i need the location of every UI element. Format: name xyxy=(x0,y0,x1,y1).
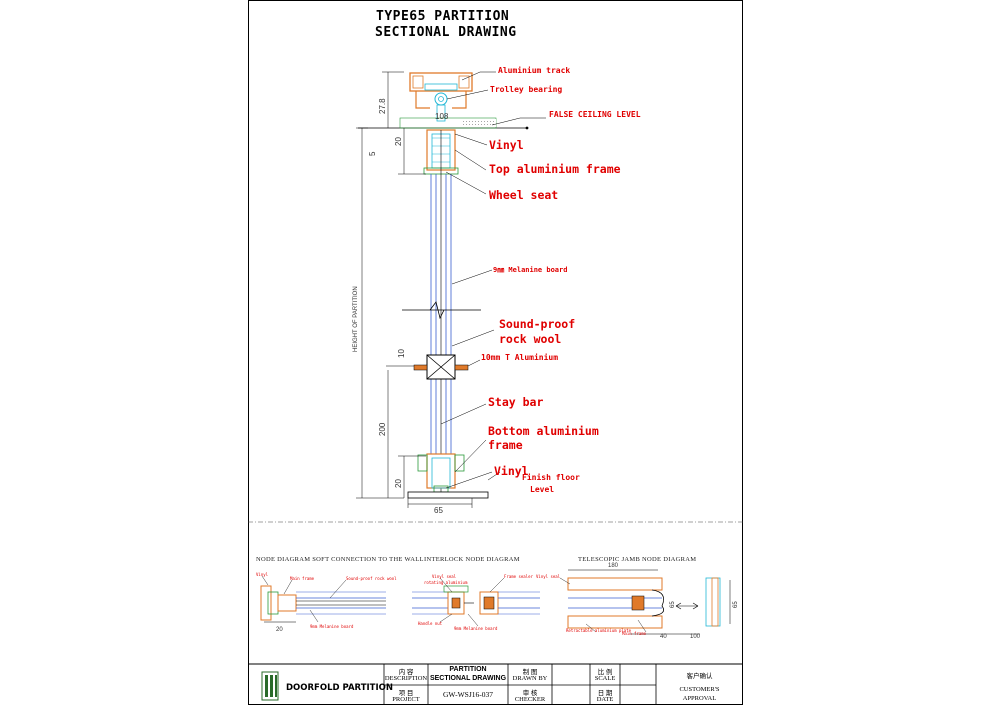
label-finish-floor-1: Finish floor xyxy=(522,473,580,482)
tb-desc-cn: 内 容 xyxy=(398,669,414,676)
node2-label-frame-sealer: Frame sealer xyxy=(504,574,533,579)
tb-project-en: PROJECT xyxy=(392,696,420,703)
node3-label-main-frame: Main frame xyxy=(622,631,647,636)
tb-approval-en-2: APPROVAL xyxy=(682,695,717,702)
doorfold-logo xyxy=(261,671,279,701)
label-finish-floor-2: Level xyxy=(530,485,555,494)
node3-label-retractable: Retractable aluminium plate xyxy=(566,628,632,633)
node2-label-rotating: rotating aluminium xyxy=(424,580,468,585)
tb-drawn-cn: 制 图 xyxy=(522,669,538,676)
node1-label-vinyl: Vinyl xyxy=(256,572,269,577)
node-interlock xyxy=(412,577,540,627)
node2-label-melamine: 9mm Melanine board xyxy=(454,626,498,631)
tb-approval-cn: 客户确认 xyxy=(686,673,713,680)
node3-dim-65: 65 xyxy=(670,601,676,608)
tb-project-cn: 项 目 xyxy=(398,690,414,697)
node-title-soft-connection: NODE DIAGRAM SOFT CONNECTION TO THE WALL xyxy=(256,556,424,563)
dim-200: 200 xyxy=(378,422,387,436)
drawing-title-line2: SECTIONAL DRAWING xyxy=(375,25,517,40)
dim-65: 65 xyxy=(434,506,443,515)
label-top-frame: Top aluminium frame xyxy=(489,162,621,176)
aluminium-track xyxy=(409,72,473,92)
label-stay-bar: Stay bar xyxy=(488,395,544,409)
label-false-ceiling: FALSE CEILING LEVEL xyxy=(549,110,641,119)
dim-height-of-partition: HEIGHT OF PARTITION xyxy=(353,286,359,352)
dim-20-bottom: 20 xyxy=(394,479,403,488)
tb-drawn-en: DRAWN BY xyxy=(512,675,548,682)
label-aluminium-track: Aluminium track xyxy=(498,66,571,75)
node1-label-melamine: 9mm Melanine board xyxy=(310,624,354,629)
label-t-aluminium: 10mm T Aluminium xyxy=(481,353,559,362)
label-sound-proof-2: rock wool xyxy=(499,332,562,346)
node2-label-vinyl-seal: Vinyl seal xyxy=(432,574,457,579)
dim-10: 10 xyxy=(397,349,406,358)
tb-scale-cn: 比 例 xyxy=(597,669,613,676)
tb-desc-en: DESCRIPTION xyxy=(384,675,428,682)
label-bottom-frame-1: Bottom aluminium xyxy=(488,424,599,438)
label-bottom-frame-2: frame xyxy=(488,438,523,452)
node3-dim-180: 180 xyxy=(608,563,619,569)
dim-108: 108 xyxy=(435,112,449,121)
dim-5: 5 xyxy=(368,151,377,156)
tb-date-cn: 日 期 xyxy=(597,690,613,697)
dim-27-8: 27.8 xyxy=(378,98,387,114)
trolley-bearing xyxy=(434,92,448,106)
node3-dim-40: 40 xyxy=(660,634,667,640)
node3-dim-65-right: 65 xyxy=(733,601,739,608)
finish-floor xyxy=(407,491,489,499)
label-vinyl-bottom: Vinyl xyxy=(494,464,529,478)
label-vinyl-top: Vinyl xyxy=(489,138,524,152)
node3-label-vinyl-seal: Vinyl seal xyxy=(536,574,561,579)
label-trolley-bearing: Trolley bearing xyxy=(490,85,563,94)
company-name: DOORFOLD PARTITION xyxy=(286,683,393,693)
label-melamine-board: 9㎜ Melanine board xyxy=(493,266,568,274)
node1-dim-20: 20 xyxy=(276,627,283,633)
label-wheel-seat: Wheel seat xyxy=(489,188,559,202)
title-block-grid xyxy=(383,664,657,705)
break-symbol xyxy=(429,301,445,320)
tb-approval-en-1: CUSTOMER'S xyxy=(679,686,720,693)
node2-label-handle-nut: Handle nut xyxy=(418,621,443,626)
node-title-telescopic: TELESCOPIC JAMB NODE DIAGRAM xyxy=(578,556,697,563)
bottom-aluminium-frame xyxy=(426,453,456,489)
tb-checker-cn: 审 核 xyxy=(522,690,538,697)
leader-lines xyxy=(440,71,546,489)
tb-desc-value-2: SECTIONAL DRAWING xyxy=(429,675,507,682)
node-title-interlock: INTERLOCK NODE DIAGRAM xyxy=(424,556,520,563)
drawing-title-line1: TYPE65 PARTITION xyxy=(376,9,510,24)
node1-label-main-frame: Main frame xyxy=(290,576,315,581)
dim-20-top: 20 xyxy=(394,137,403,146)
label-sound-proof-1: Sound-proof xyxy=(499,317,576,331)
node-telescopic xyxy=(559,569,731,635)
tb-project-value: GW-WSJ16-037 xyxy=(443,690,493,699)
tb-date-en: DATE xyxy=(596,696,614,703)
tb-desc-value-1: PARTITION xyxy=(449,666,487,673)
tb-scale-en: SCALE xyxy=(594,675,616,682)
node3-dim-100: 100 xyxy=(690,634,701,640)
tb-checker-en: CHECKER xyxy=(514,696,546,703)
node1-label-rock-wool: Sound-proof rock wool xyxy=(346,576,397,581)
node-soft-connection xyxy=(260,575,386,623)
